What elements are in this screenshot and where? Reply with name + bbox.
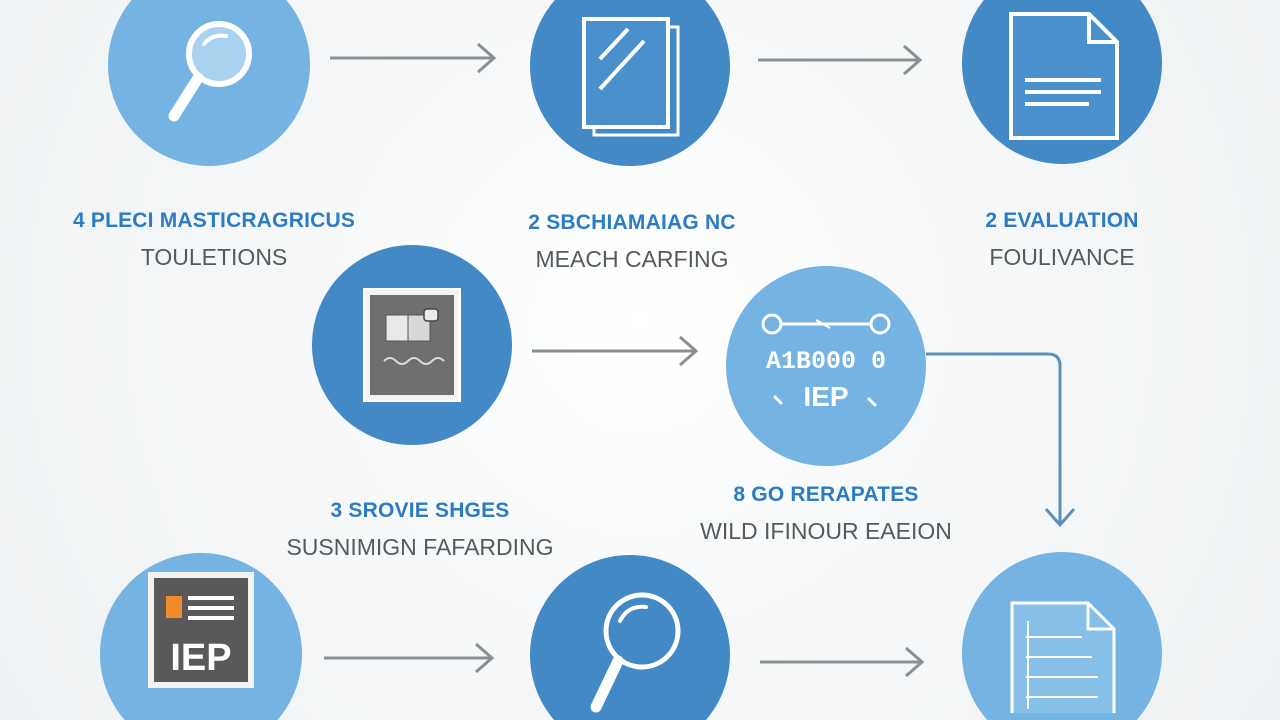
arrow-4-to-5 bbox=[532, 335, 699, 367]
step-label-1: 4 PLECI MASTICRAGRICUS TOULETIONS bbox=[73, 209, 355, 270]
step-label-2: 2 SBCHIAMAIAG NC MEACH CARFING bbox=[528, 211, 735, 272]
document-stack-icon bbox=[582, 17, 680, 137]
step-subtitle-2: MEACH CARFING bbox=[535, 246, 729, 272]
arrow-7-to-8 bbox=[760, 646, 925, 678]
step-node-5: A1B000 0 IEP bbox=[726, 266, 926, 466]
step-node-7 bbox=[530, 555, 730, 720]
step-node-1 bbox=[108, 0, 310, 166]
step-title-5: 8 GO RERAPATES bbox=[733, 483, 919, 506]
step-title-4: 3 SROVIE SHGES bbox=[330, 499, 510, 522]
arrow-6-to-7 bbox=[324, 642, 495, 674]
checklist-document-icon bbox=[1010, 601, 1116, 713]
magnifier-icon bbox=[590, 592, 681, 713]
step-title-1: 4 PLECI MASTICRAGRICUS bbox=[72, 209, 356, 232]
magnifier-icon bbox=[168, 21, 252, 122]
step-subtitle-4: SUSNIMIGN FAFARDING bbox=[286, 534, 554, 560]
step-label-4: 3 SROVIE SHGES SUSNIMIGN FAFARDING bbox=[286, 499, 553, 560]
step-node-3 bbox=[962, 0, 1162, 164]
arrow-1-to-2 bbox=[330, 42, 497, 74]
step-subtitle-5: WILD IFINOUR EAEION bbox=[700, 518, 952, 544]
circuit-code-icon: A1B000 0 IEP bbox=[761, 313, 891, 412]
step-node-8 bbox=[962, 552, 1162, 720]
step-label-5: 8 GO RERAPATES WILD IFINOUR EAEION bbox=[700, 483, 952, 544]
text-document-icon bbox=[1009, 12, 1119, 140]
step-title-3: 2 EVALUATION bbox=[985, 209, 1139, 232]
step-node-6: IEP bbox=[100, 553, 302, 720]
step-subtitle-3: FOULIVANCE bbox=[989, 244, 1135, 270]
step-subtitle-1: TOULETIONS bbox=[140, 244, 288, 270]
iep-icon-text: IEP bbox=[170, 637, 231, 679]
step-node-2 bbox=[530, 0, 730, 166]
step-label-3: 2 EVALUATION FOULIVANCE bbox=[985, 209, 1138, 270]
picture-frame-icon bbox=[363, 288, 461, 402]
circuit-code-row-1: A1B000 0 bbox=[766, 347, 886, 376]
arrow-2-to-3 bbox=[758, 44, 923, 76]
step-node-4 bbox=[312, 245, 512, 445]
circuit-code-row-2: IEP bbox=[803, 381, 848, 412]
step-title-2: 2 SBCHIAMAIAG NC bbox=[528, 211, 736, 234]
iep-document-icon: IEP bbox=[148, 572, 254, 688]
